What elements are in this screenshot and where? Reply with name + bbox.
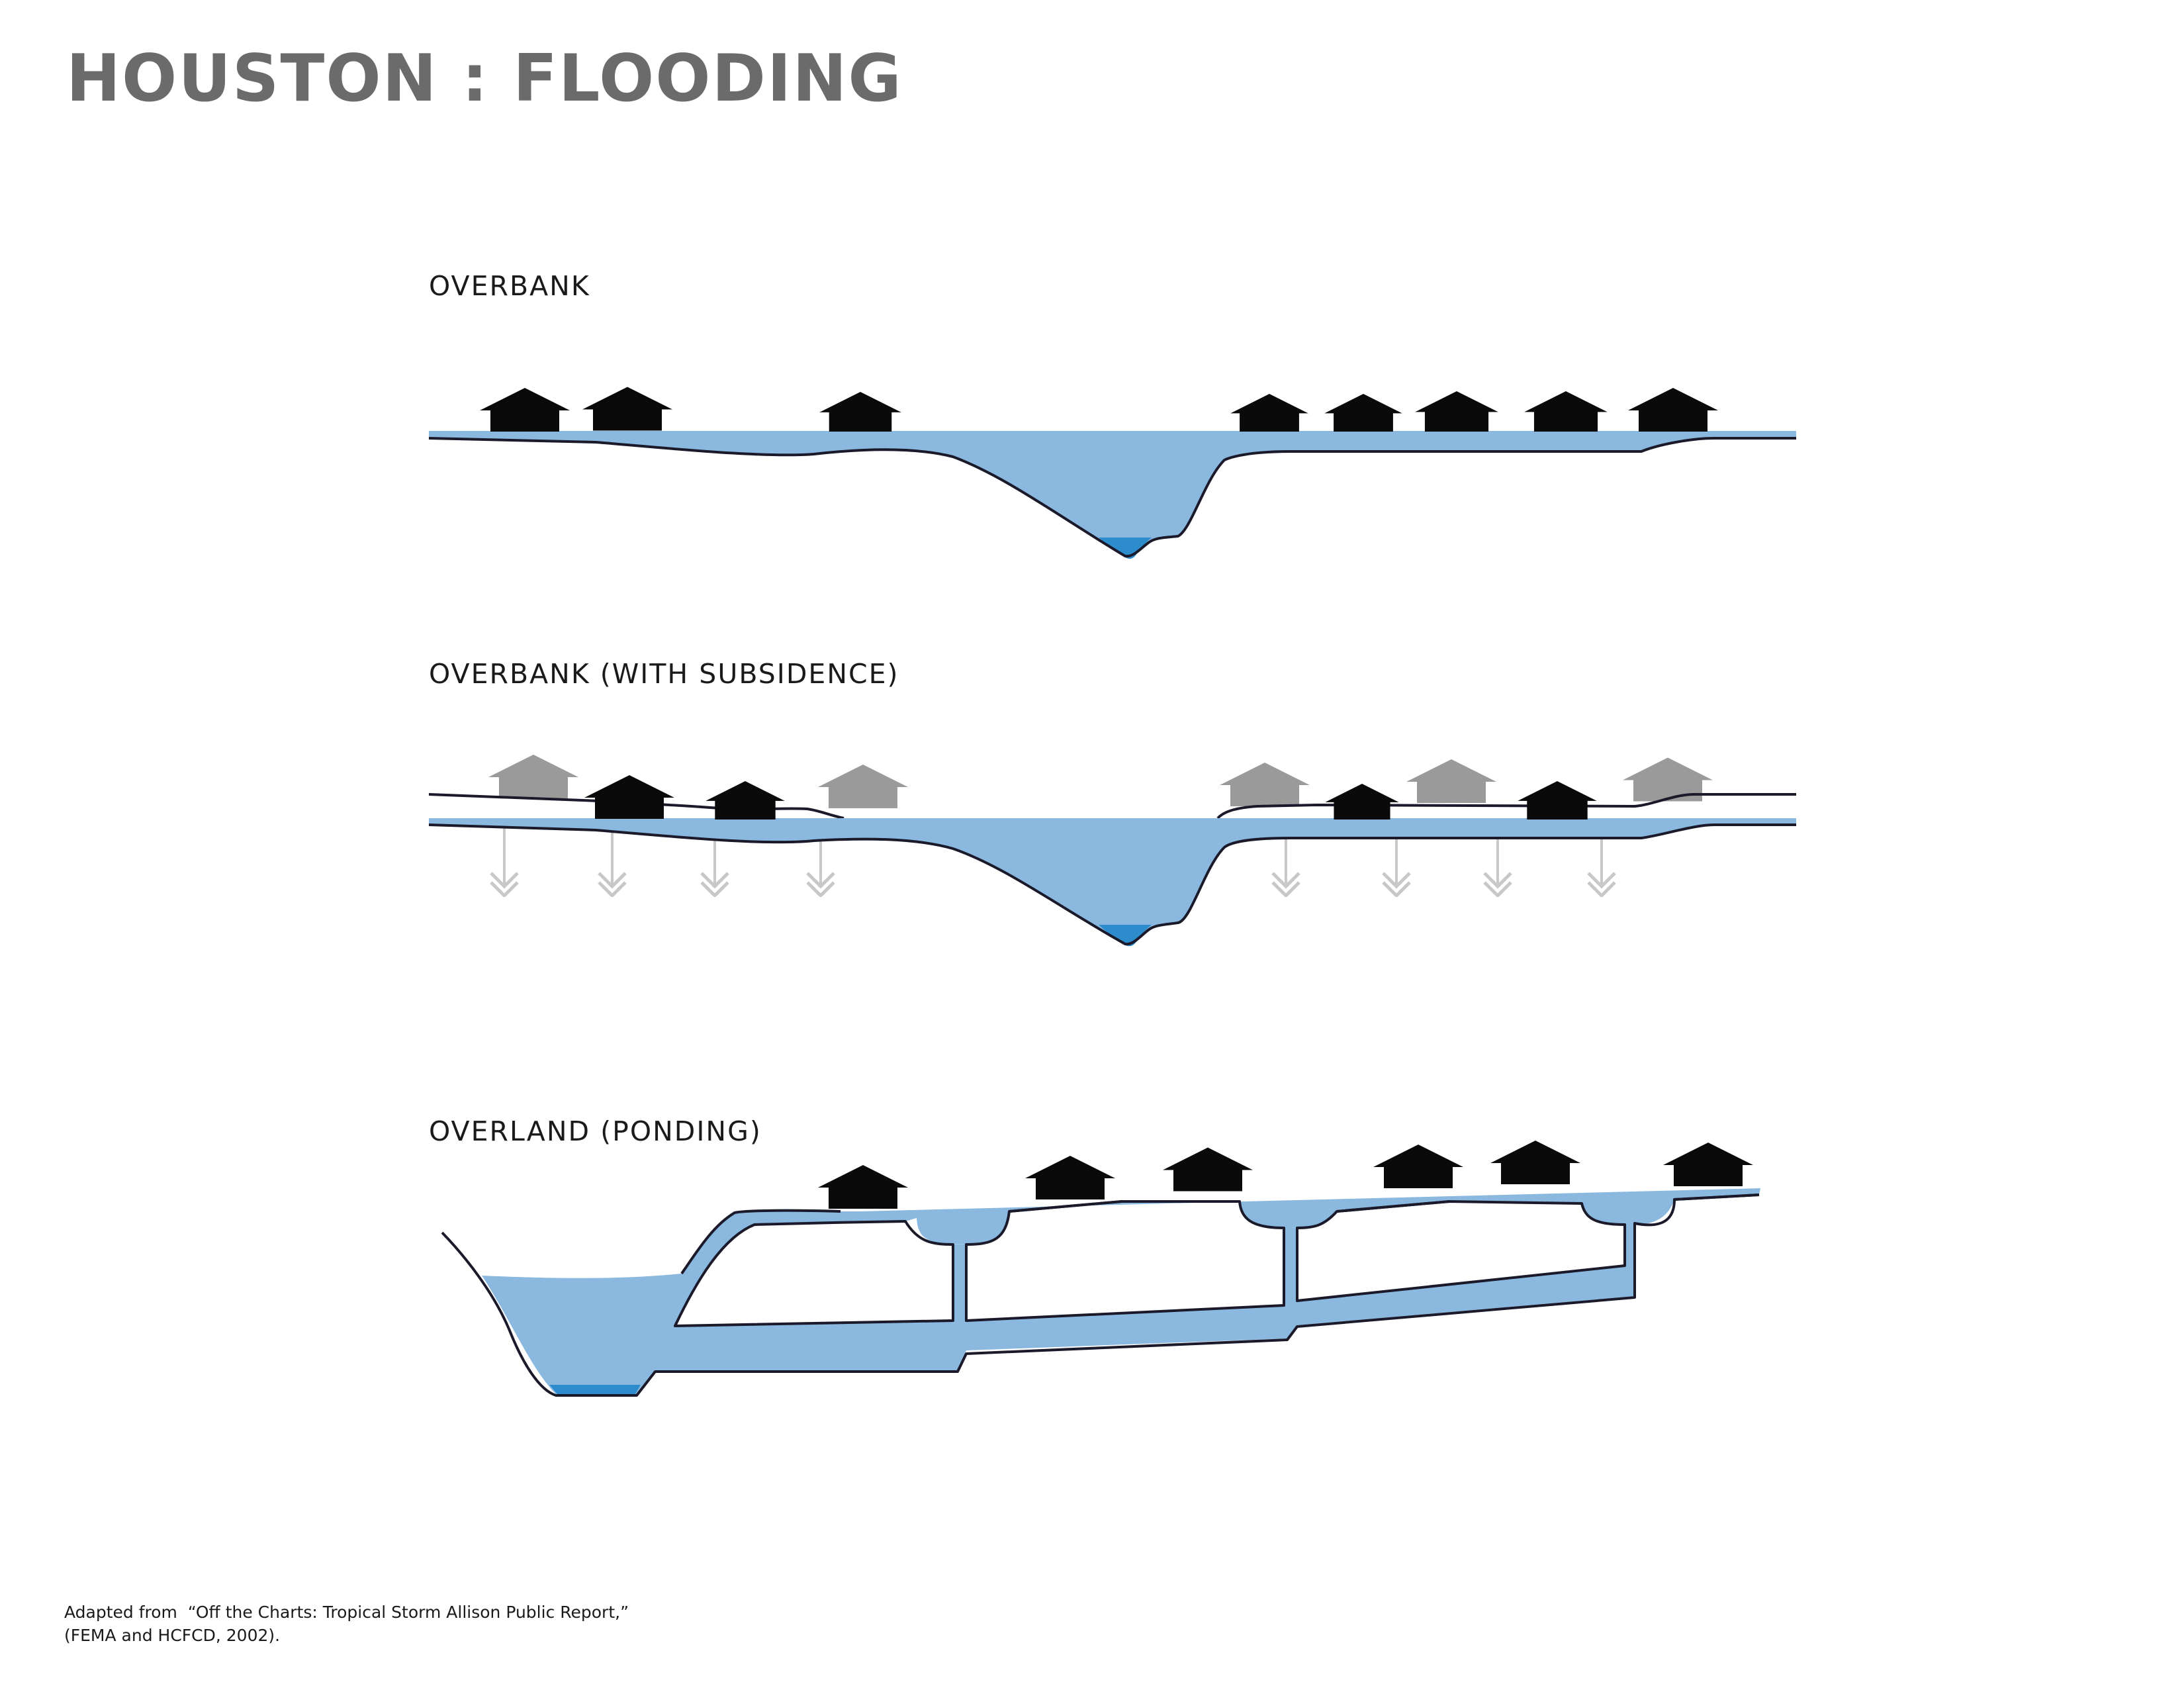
credit-line-2: (FEMA and HCFCD, 2002). <box>64 1626 281 1645</box>
source-credit: Adapted from “Off the Charts: Tropical S… <box>64 1601 629 1647</box>
pond-water <box>482 1188 1760 1394</box>
floodwater <box>429 818 1796 945</box>
house-icon <box>480 387 1718 432</box>
panel-label-overbank: OVERBANK <box>429 270 590 302</box>
ground-line <box>428 823 1796 946</box>
overbank-subsidence-section <box>428 755 1796 947</box>
panel-label-overland-ponding: OVERLAND (PONDING) <box>429 1115 762 1147</box>
overbank-section <box>428 387 1796 559</box>
floodwater <box>429 431 1796 557</box>
channel-water <box>1099 925 1152 947</box>
credit-line-1: Adapted from “Off the Charts: Tropical S… <box>64 1603 629 1622</box>
overland-ponding-section <box>441 1141 1760 1397</box>
page-title: HOUSTON : FLOODING <box>66 41 903 117</box>
ground-line <box>428 437 1796 558</box>
channel-water <box>549 1385 641 1394</box>
channel-water <box>1099 538 1152 559</box>
ground-line <box>680 1194 1760 1275</box>
panel-label-overbank-subsidence: OVERBANK (WITH SUBSIDENCE) <box>429 658 899 690</box>
storm-sewer-outline <box>441 1194 1760 1397</box>
